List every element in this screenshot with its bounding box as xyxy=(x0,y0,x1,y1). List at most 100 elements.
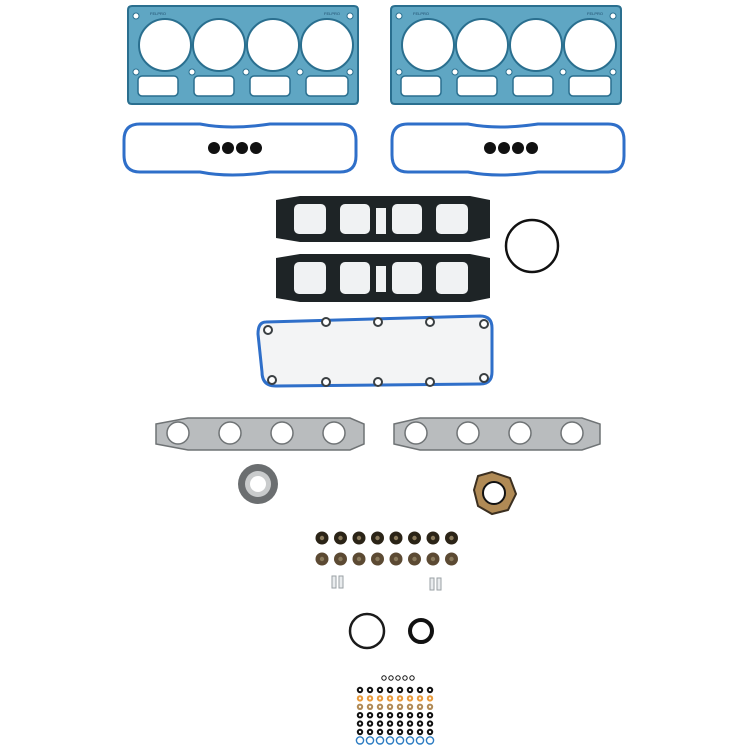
exhaust-port xyxy=(218,421,242,445)
small-oring xyxy=(405,736,415,745)
small-oring-bore xyxy=(378,730,382,734)
valve-stem-seal-bore xyxy=(375,535,380,541)
valve-stem-seal-bore xyxy=(449,556,454,562)
bolt-hole xyxy=(395,12,403,20)
small-oring-bore xyxy=(368,697,372,700)
tube-seal xyxy=(222,142,234,154)
intake-gasket-upper xyxy=(276,196,490,242)
exhaust-port xyxy=(166,421,190,445)
small-oring-bore xyxy=(408,730,412,734)
exhaust-ports xyxy=(166,421,346,445)
valve-stem-seal-bore xyxy=(430,556,436,562)
small-oring-bore xyxy=(398,705,402,708)
small-oring-bore xyxy=(378,714,382,717)
tube-seal xyxy=(512,142,524,154)
timing-cover-bore xyxy=(482,481,506,505)
small-oring-bore xyxy=(358,714,362,717)
spark-plug-tube-seals xyxy=(208,142,262,154)
small-oring-bore xyxy=(428,730,432,734)
small-oring-bore xyxy=(418,730,422,734)
bolt-hole xyxy=(188,68,196,76)
coolant-port xyxy=(249,75,291,97)
coolant-ports xyxy=(137,75,349,97)
intake-port xyxy=(392,204,422,234)
small-oring-bore xyxy=(358,722,362,725)
black-ring-seal xyxy=(408,618,434,644)
coolant-port xyxy=(456,75,498,97)
small-oring-bore xyxy=(428,714,432,717)
small-oring-bore xyxy=(398,714,402,717)
small-oring-bore xyxy=(398,722,402,725)
valve-cover-seal-loop xyxy=(390,122,626,177)
small-oring-bore xyxy=(418,722,422,725)
tube-seal xyxy=(236,142,248,154)
small-oring xyxy=(385,736,395,745)
bolt-hole xyxy=(479,373,489,383)
bolt-hole xyxy=(479,319,489,329)
bolt-hole xyxy=(267,375,277,385)
exhaust-port xyxy=(404,421,428,445)
seal-bore xyxy=(250,476,266,492)
cylinder-bore xyxy=(509,18,563,72)
bolt-hole xyxy=(559,68,567,76)
intake-port xyxy=(294,262,326,294)
small-oring xyxy=(365,736,375,745)
exhaust-gasket-body xyxy=(393,417,601,451)
valve-stem-seal-bore xyxy=(449,535,454,541)
small-oring xyxy=(388,675,394,681)
exhaust-ports xyxy=(404,421,584,445)
coolant-ports xyxy=(400,75,612,97)
small-oring-bore xyxy=(378,688,382,692)
valve-stem-seal-bore xyxy=(319,535,325,541)
small-oring-bore xyxy=(408,705,412,708)
small-oring-bore xyxy=(358,730,362,734)
small-oring-bore xyxy=(408,714,412,717)
bolt-hole xyxy=(609,12,617,20)
intake-port xyxy=(436,204,468,234)
small-oring-bore xyxy=(388,697,392,700)
pivot-clips xyxy=(331,575,442,591)
small-oring-bore xyxy=(358,705,362,708)
bolt-hole xyxy=(132,68,140,76)
cylinder-bore xyxy=(300,18,354,72)
small-oring-assortment xyxy=(355,675,435,745)
bolt-hole xyxy=(321,377,331,387)
bolt-hole xyxy=(296,68,304,76)
cylinder-bores xyxy=(138,18,354,72)
gasket-print-left: FELPRO xyxy=(413,11,429,16)
exhaust-gasket-body xyxy=(155,417,365,451)
small-oring-bore xyxy=(418,697,422,700)
small-oring-bore xyxy=(428,705,432,708)
small-oring-bore xyxy=(388,714,392,717)
intake-center-slot xyxy=(376,208,386,234)
valve-stem-seal-bore xyxy=(319,556,325,562)
valve-stem-seals xyxy=(315,531,458,566)
small-oring xyxy=(415,736,425,745)
small-oring xyxy=(409,675,415,681)
coolant-port xyxy=(305,75,349,97)
valve-stem-seal-bore xyxy=(393,535,399,541)
small-oring-bore xyxy=(378,705,382,708)
bolt-hole xyxy=(346,12,354,20)
valve-stem-seal-bore xyxy=(430,535,436,541)
small-oring-bore xyxy=(358,697,362,700)
bolt-holes xyxy=(132,12,354,76)
timing-cover-gasket xyxy=(472,470,518,516)
cylinder-bore xyxy=(563,18,617,72)
small-oring-bore xyxy=(368,688,372,692)
small-oring-bore xyxy=(408,688,412,692)
small-oring-bore xyxy=(368,730,372,734)
bolt-hole xyxy=(132,12,140,20)
metal-ring-seal xyxy=(348,612,386,650)
intake-port xyxy=(392,262,422,294)
small-oring-bore xyxy=(428,722,432,725)
head-gasket-right: FELPRO FELPRO xyxy=(390,5,622,105)
valley-cover-body xyxy=(256,314,494,388)
valley-cover-gasket xyxy=(256,314,494,388)
pivot-clip xyxy=(429,577,435,591)
small-oring xyxy=(381,675,387,681)
bolt-hole xyxy=(242,68,250,76)
intake-center-slot xyxy=(376,266,386,292)
bolt-hole xyxy=(321,317,331,327)
small-oring-bore xyxy=(418,705,422,708)
